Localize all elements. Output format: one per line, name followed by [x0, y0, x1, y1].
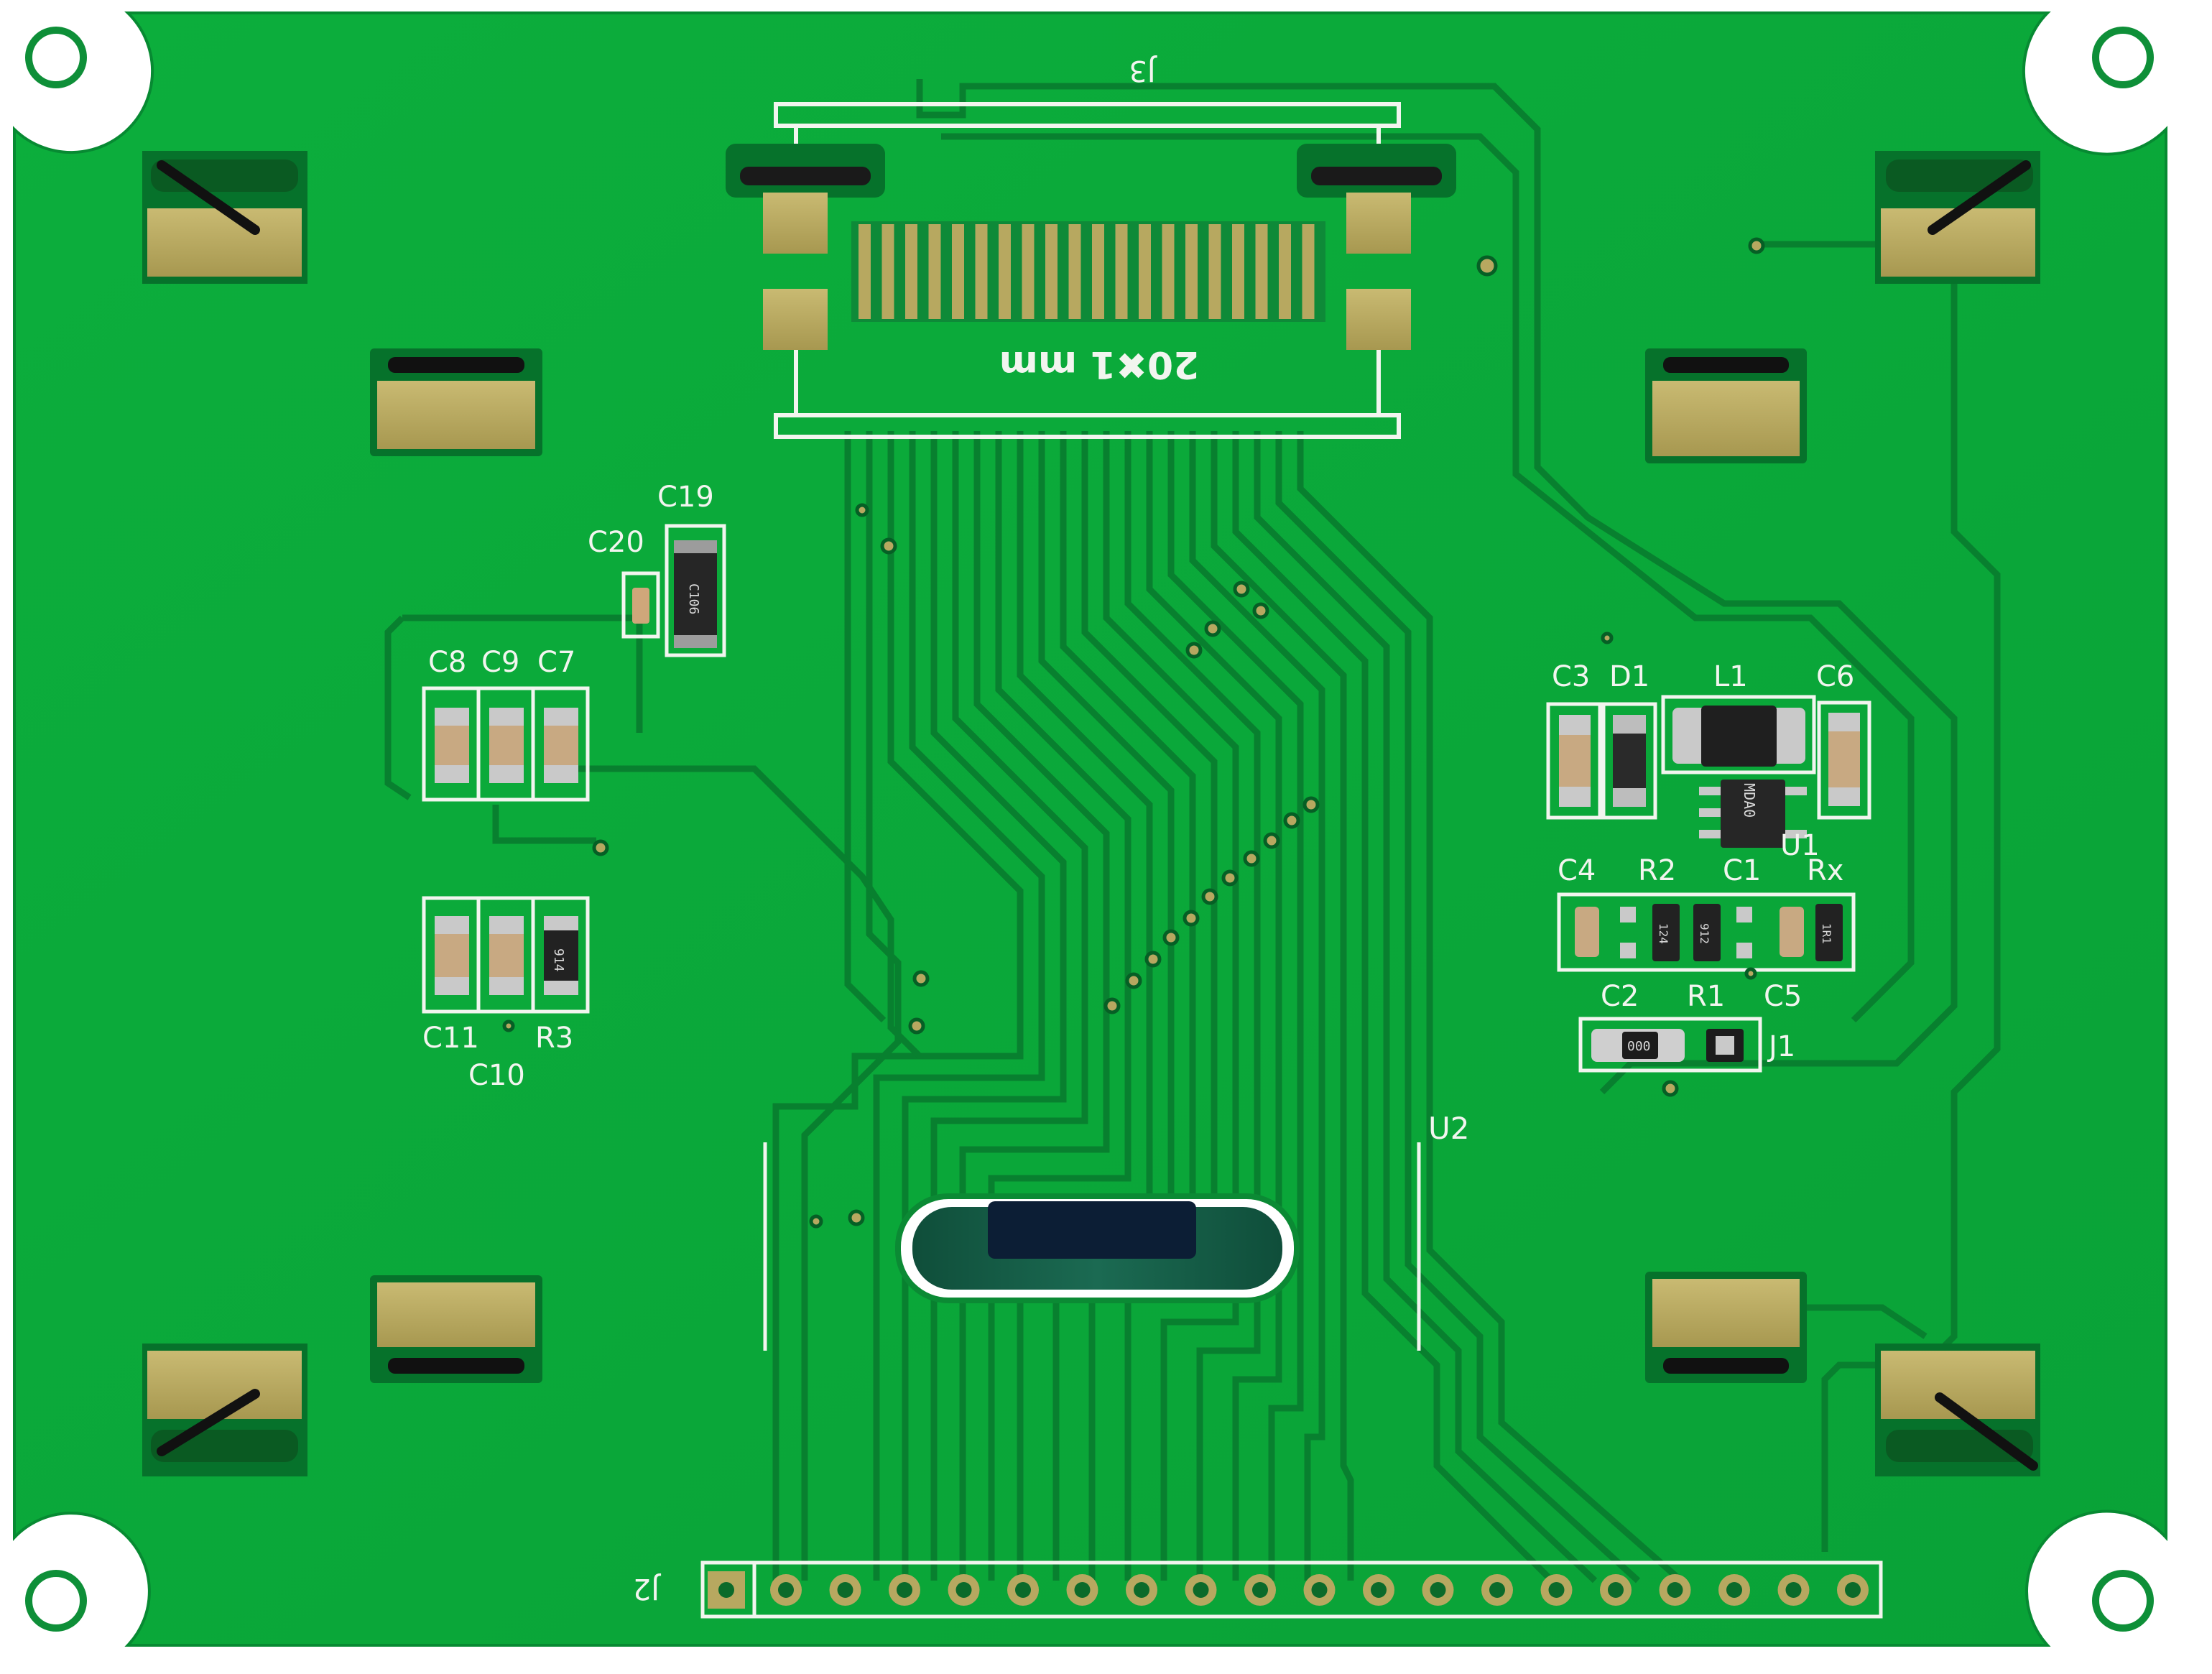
fpc-finger [881, 224, 894, 319]
fpc-finger [1232, 224, 1244, 319]
frame-pads [370, 348, 1807, 1383]
j2-pin-hole [1193, 1582, 1209, 1598]
fpc-finger [1092, 224, 1104, 319]
fpc-finger [1068, 224, 1081, 319]
fpc-finger [1162, 224, 1175, 319]
fpc-finger [1115, 224, 1128, 319]
fpc-finger [1208, 224, 1221, 319]
j2-header [700, 1560, 1883, 1619]
c1-marking: 912 [1698, 923, 1711, 944]
u2-label: U2 [1428, 1111, 1469, 1146]
rx-marking: 1R1 [1820, 923, 1833, 944]
fpc-finger [1279, 224, 1291, 319]
c19-label: C19 [657, 481, 714, 514]
u1-label: U1 [1780, 829, 1820, 862]
j2-pins [770, 1574, 1869, 1606]
c8-c9-c7-group [422, 686, 590, 802]
j1-label: J1 [1767, 1030, 1795, 1063]
u1-marking: MDA0 [1741, 783, 1758, 818]
j2-pin-hole [1845, 1582, 1861, 1598]
r3-marking: 914 [551, 948, 566, 972]
c11-c10-r3-group [422, 896, 590, 1014]
j2-pin-hole [1074, 1582, 1091, 1598]
c5-label: C5 [1764, 980, 1802, 1013]
j2-pin-hole [1608, 1582, 1624, 1598]
c3-label: C3 [1552, 660, 1590, 693]
c2-marking: 000 [1627, 1039, 1651, 1054]
j2-pin-hole [955, 1582, 972, 1598]
fpc-finger [905, 224, 917, 319]
j2-pin-hole [1252, 1582, 1268, 1598]
fpc-finger [928, 224, 941, 319]
j2-pin-hole [1430, 1582, 1446, 1598]
pcb-board [13, 11, 2167, 1647]
j2-pin-hole [897, 1582, 912, 1598]
j3-label: J3 [1129, 54, 1157, 87]
j2-pin-hole [1489, 1582, 1505, 1598]
j3-fpc-fingers [851, 221, 1325, 322]
c6-label: C6 [1816, 660, 1854, 693]
fpc-finger [1302, 224, 1315, 319]
fpc-finger [859, 224, 871, 319]
fpc-finger [1185, 224, 1198, 319]
j2-pin-hole [1371, 1582, 1387, 1598]
j3-mount-tabs [726, 144, 1456, 350]
c4-label: C4 [1558, 854, 1596, 887]
r2-label: R2 [1638, 854, 1676, 887]
connector-spec-label: 20✖1 mm [999, 343, 1200, 386]
c11-label: C11 [422, 1022, 479, 1055]
led-window [895, 1193, 1300, 1303]
c9-label: C9 [481, 646, 519, 679]
c7-label: C7 [537, 646, 575, 679]
power-section [1546, 695, 1871, 1073]
c20-marking: C106 [686, 583, 701, 614]
d1-label: D1 [1609, 660, 1649, 693]
fpc-finger [999, 224, 1011, 319]
j2-label: J2 [633, 1572, 662, 1605]
backlight-pads [142, 151, 2040, 1476]
fpc-finger [952, 224, 964, 319]
j2-pin-hole [1726, 1582, 1742, 1598]
via-icon [502, 237, 1765, 1229]
r1-label: R1 [1687, 980, 1725, 1013]
mounting-hole-icon [25, 27, 2154, 1632]
c19-c20-group [621, 524, 726, 657]
fpc-finger [1255, 224, 1268, 319]
c20-label: C20 [588, 526, 644, 559]
j2-pin-hole [837, 1582, 853, 1598]
j2-pin-hole [778, 1582, 794, 1598]
j2-pin-hole [1311, 1582, 1328, 1598]
l1-label: L1 [1713, 660, 1748, 693]
u2-outline [763, 1142, 1421, 1351]
j3-connector-outline [774, 102, 1401, 439]
j2-pin-hole [1015, 1582, 1031, 1598]
r3-label: R3 [535, 1022, 573, 1055]
fpc-finger [975, 224, 988, 319]
rx-label: Rx [1807, 854, 1843, 887]
c10-label: C10 [468, 1059, 525, 1092]
c8-label: C8 [428, 646, 466, 679]
j2-pin-hole [1548, 1582, 1565, 1598]
c2-label: C2 [1601, 980, 1639, 1013]
j2-pin-hole [1667, 1582, 1683, 1598]
j2-pin-hole [1785, 1582, 1802, 1598]
fpc-finger [1022, 224, 1035, 319]
c1-label: C1 [1723, 854, 1761, 887]
fpc-finger [1045, 224, 1058, 319]
fpc-finger-area [851, 221, 1325, 322]
fpc-finger [1139, 224, 1151, 319]
r2-marking: 124 [1657, 923, 1670, 944]
j2-pin-hole [1134, 1582, 1149, 1598]
